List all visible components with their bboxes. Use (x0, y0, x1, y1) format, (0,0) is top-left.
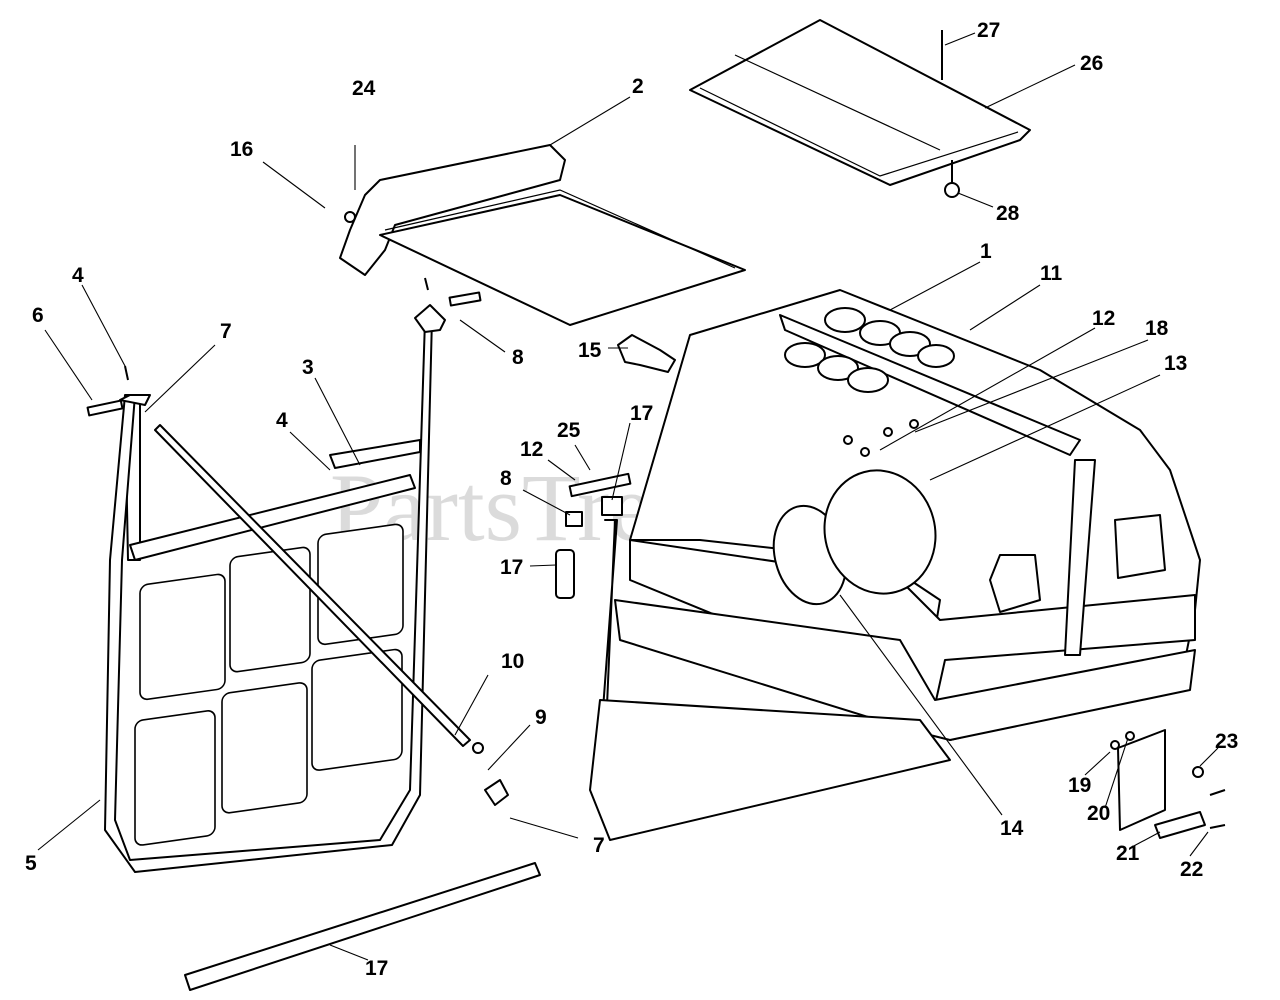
callout-23: 23 (1215, 730, 1238, 753)
callout-11: 11 (1040, 262, 1063, 285)
callout-8-mid: 8 (500, 467, 512, 490)
callout-5: 5 (25, 852, 37, 875)
handle-tray-part (339, 144, 746, 326)
callout-17-mid: 17 (630, 402, 653, 425)
callout-7-top: 7 (220, 320, 232, 343)
callout-7-bottom: 7 (593, 834, 605, 857)
callout-27: 27 (977, 19, 1000, 42)
callout-25: 25 (557, 419, 581, 442)
callout-13: 13 (1164, 352, 1187, 375)
callout-3: 3 (302, 356, 314, 379)
callout-12-mid: 12 (520, 438, 543, 461)
callout-28: 28 (996, 202, 1020, 225)
callout-9: 9 (535, 706, 547, 729)
callout-2: 2 (632, 75, 644, 98)
callout-labels: 24 2 16 27 26 28 1 11 12 18 13 15 8 17 2… (25, 19, 1238, 980)
callout-4-top: 4 (72, 264, 84, 287)
callout-17-clip: 17 (500, 556, 523, 579)
leader-lines (37, 32, 1219, 961)
callout-19: 19 (1068, 774, 1091, 797)
callout-16: 16 (230, 138, 253, 161)
callout-8-top: 8 (512, 346, 524, 369)
callout-15: 15 (578, 339, 602, 362)
callout-4-mid: 4 (276, 409, 288, 432)
callout-22: 22 (1180, 858, 1203, 881)
bottom-rod-part (184, 862, 541, 991)
left-frame-part (86, 277, 509, 873)
callout-14: 14 (1000, 817, 1024, 840)
callout-17-bottom: 17 (365, 957, 388, 980)
callout-21: 21 (1116, 842, 1140, 865)
callout-12-right: 12 (1092, 307, 1115, 330)
callout-18: 18 (1145, 317, 1169, 340)
main-housing-part (589, 289, 1226, 841)
callout-1: 1 (980, 240, 992, 263)
callout-10: 10 (501, 650, 524, 673)
callout-24: 24 (352, 77, 376, 100)
callout-26: 26 (1080, 52, 1103, 75)
top-cover-part (689, 19, 1031, 198)
callout-20: 20 (1087, 802, 1110, 825)
callout-6: 6 (32, 304, 44, 327)
